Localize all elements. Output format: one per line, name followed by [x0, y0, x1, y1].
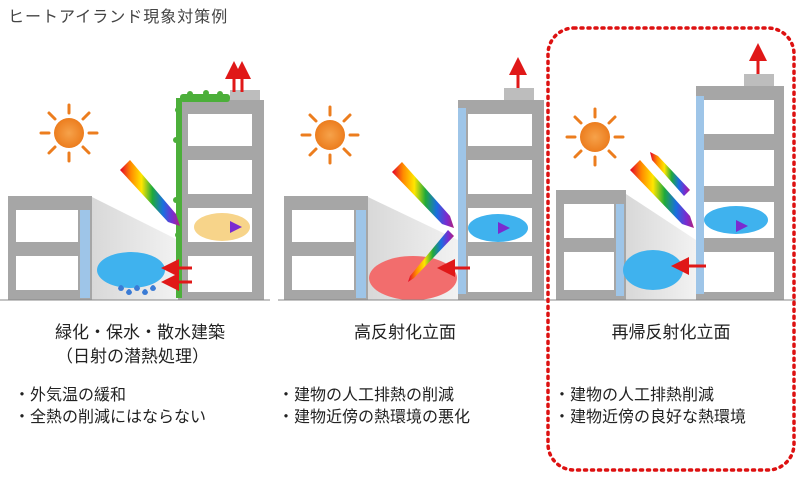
retro-reflected-ray	[650, 152, 690, 196]
panel3-caption: 再帰反射化立面	[611, 323, 731, 343]
transmitted-ray-head	[498, 222, 510, 234]
cool-zone	[97, 252, 165, 288]
panel3-bullets: ・建物の人工排熱削減 ・建物近傍の良好な熱環境	[554, 384, 746, 428]
solar-ray	[120, 160, 180, 226]
cool-zone	[623, 250, 683, 290]
green-wall	[173, 90, 230, 298]
transmitted-ray-head	[230, 221, 242, 233]
panel3-bullet: ・建物近傍の良好な熱環境	[554, 407, 747, 426]
tall-building	[178, 90, 264, 300]
panel-greening	[0, 61, 270, 301]
panel1-bullet: ・全熱の削減にはならない	[14, 407, 207, 426]
panel2-bullet: ・建物の人工排熱の削減	[278, 385, 455, 404]
page-title: ヒートアイランド現象対策例	[8, 7, 229, 26]
panel2-caption: 高反射化立面	[354, 323, 456, 343]
tall-building	[696, 74, 784, 300]
wall-heat-arrows	[161, 259, 192, 291]
panel2-bullet: ・建物近傍の熱環境の悪化	[278, 407, 471, 426]
panel-retro-reflect	[550, 43, 796, 301]
solar-ray	[392, 162, 454, 228]
tall-building	[458, 88, 544, 300]
sun-icon	[300, 105, 360, 165]
roof-heat-arrows	[225, 61, 251, 92]
low-building	[8, 196, 92, 300]
water-drops	[118, 285, 156, 295]
panel2-bullets: ・建物の人工排熱の削減 ・建物近傍の熱環境の悪化	[278, 384, 470, 428]
solar-ray	[630, 160, 694, 228]
panel-high-reflect	[278, 57, 548, 301]
sun-icon	[39, 103, 99, 163]
low-building	[556, 190, 626, 300]
panel1-caption: 緑化・保水・散水建築	[55, 323, 225, 343]
panel1-bullets: ・外気温の緩和 ・全熱の削減にはならない	[14, 384, 206, 428]
transmitted-ray-head	[736, 220, 748, 232]
panel1-subcaption: （日射の潜熱処理）	[56, 347, 209, 367]
highlight-frame	[546, 26, 796, 472]
panel3-bullet: ・建物の人工排熱削減	[554, 385, 715, 404]
panel1-bullet: ・外気温の緩和	[14, 385, 127, 404]
sun-icon	[565, 107, 625, 167]
low-building	[284, 196, 368, 300]
reflected-ray	[408, 230, 454, 282]
